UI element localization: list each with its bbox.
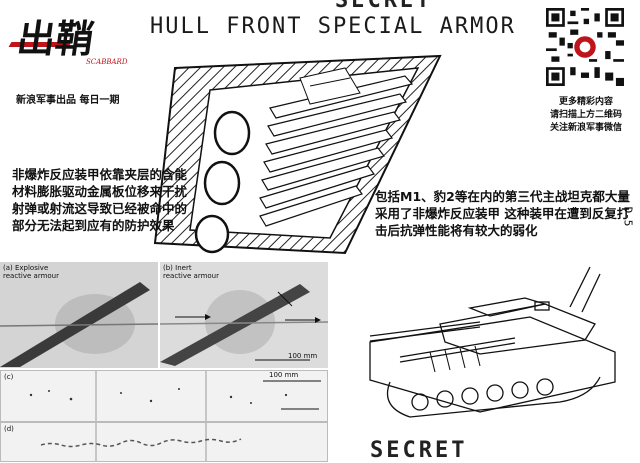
- photo-strip-c: (c) 100 mm: [0, 370, 328, 422]
- armor-tubes: [194, 110, 251, 254]
- label-panel-a: (a) Explosive reactive armour: [3, 264, 59, 280]
- label-panel-b-line: reactive armour: [163, 272, 219, 280]
- qr-caption-line: 更多精彩内容: [558, 97, 613, 107]
- photo-explosive-armour: (a) Explosive reactive armour: [0, 262, 158, 368]
- photo-inert-armour: (b) Inert reactive armour 100 mm: [160, 262, 328, 368]
- armor-block: [299, 67, 361, 105]
- document-title: HULL FRONT SPECIAL ARMOR: [150, 14, 516, 39]
- tank-drawing: [369, 266, 616, 418]
- page-code: D-5: [621, 206, 635, 227]
- logo-subtitle: SCABBARD: [86, 58, 128, 66]
- qr-code[interactable]: [546, 8, 624, 86]
- annotation-left: 非爆炸反应装甲依靠夹层的含能材料膨胀驱动金属板位移来干扰射弹或射流这导致已经被命…: [12, 167, 188, 233]
- scale-label-b: 100 mm: [288, 352, 318, 360]
- qr-caption-line: 关注新浪军事微信: [549, 123, 622, 133]
- label-panel-c: (c): [4, 373, 14, 381]
- classification-bottom: SECRET: [370, 438, 468, 463]
- scale-label-c: 100 mm: [269, 371, 299, 379]
- photo-explosive-graphic: [0, 262, 158, 368]
- tagline: 新浪军事出品 每日一期: [16, 95, 120, 106]
- classification-top: SECRET: [335, 0, 433, 13]
- label-panel-b-line: (b) Inert: [163, 264, 192, 272]
- label-panel-b: (b) Inert reactive armour: [163, 264, 219, 280]
- label-panel-a-line: (a) Explosive: [3, 264, 49, 272]
- armor-diagram: [153, 54, 442, 255]
- label-panel-d: (d): [4, 425, 14, 433]
- annotation-right: 包括M1、豹2等在内的第三代主战坦克都大量采用了非爆炸反应装甲 这种装甲在遭到反…: [375, 189, 630, 238]
- strip-c-graphic: [29, 371, 321, 421]
- label-panel-a-line: reactive armour: [3, 272, 59, 280]
- qr-caption-line: 请扫描上方二维码: [549, 110, 622, 120]
- qr-caption: 更多精彩内容 请扫描上方二维码 关注新浪军事微信: [546, 96, 626, 135]
- logo-wordmark: 出鞘: [14, 16, 97, 61]
- photo-inert-graphic: [160, 262, 328, 368]
- strip-d-graphic: [40, 423, 242, 461]
- photo-strip-d: (d): [0, 422, 328, 462]
